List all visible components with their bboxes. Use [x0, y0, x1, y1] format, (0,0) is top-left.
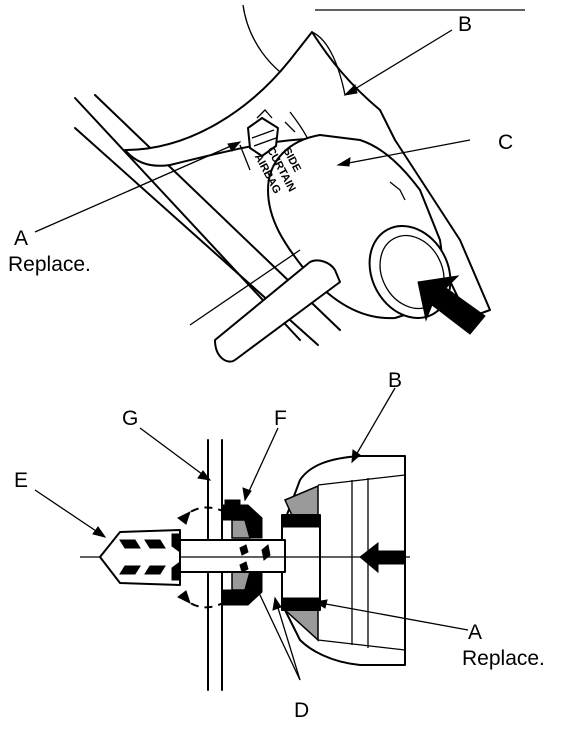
retainer-d-hatch-upper — [231, 519, 251, 539]
top-illustration: SIDE CURTAIN AIRBAG — [34, 4, 525, 363]
label-e: E — [14, 469, 29, 492]
housing-inner-bottom — [317, 639, 406, 651]
leader-b-top — [344, 29, 453, 96]
trim-crease — [311, 31, 346, 96]
label-a-top-note: Replace. — [8, 253, 91, 276]
label-b-top: B — [458, 13, 473, 36]
push-arrow-bottom — [359, 541, 406, 574]
clip-a-head-bottom — [281, 597, 321, 611]
leader-g — [139, 427, 211, 481]
clip-e-tip — [99, 529, 181, 586]
clip-a-head-top — [281, 514, 321, 528]
rod-back-line — [189, 249, 301, 326]
leader-c — [337, 139, 471, 166]
flange-f — [224, 499, 241, 519]
label-d: D — [294, 699, 310, 722]
leader-a-bottom — [314, 601, 469, 631]
leader-d-2 — [274, 597, 301, 681]
leader-b-bottom — [351, 387, 396, 463]
label-c: C — [498, 131, 514, 154]
label-a-top: A — [14, 227, 29, 250]
roof-rail-line-1 — [74, 97, 301, 341]
push-arrow-top — [417, 275, 486, 335]
bottom-illustration — [34, 387, 469, 691]
leader-d-1 — [251, 577, 301, 681]
label-g: G — [122, 407, 139, 430]
clip-a-top — [239, 109, 296, 171]
clip-a-head — [281, 514, 321, 611]
leader-f — [244, 427, 279, 501]
leader-a-top — [34, 141, 241, 233]
label-f: F — [274, 407, 287, 430]
label-a-bottom: A — [468, 621, 483, 644]
housing-inner-top — [317, 474, 406, 486]
leader-e — [34, 489, 106, 538]
label-b-bottom: B — [388, 369, 403, 392]
airbag-bracket-rod — [214, 259, 341, 363]
label-a-bottom-note: Replace. — [462, 647, 545, 670]
